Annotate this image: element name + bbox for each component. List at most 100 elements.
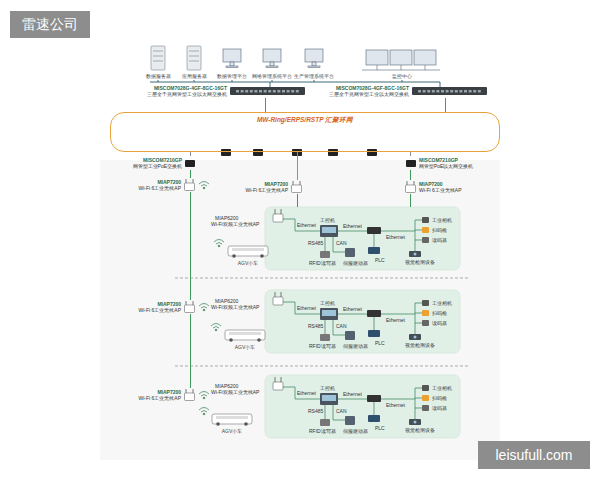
switch-port	[245, 90, 248, 93]
device-label: Ethernet	[386, 317, 405, 323]
antenna	[407, 181, 408, 185]
wifi-symbol	[199, 304, 209, 311]
text-stack: MISCOM7028G-4GF-8GC-16GT三层全千兆网管型工业以太网交换机	[323, 85, 409, 97]
device-label: AGV小车	[222, 428, 243, 434]
device-label: AGV小车	[238, 260, 259, 266]
ring-network: MW-Ring/ERPS/RSTP 汇聚环网	[110, 112, 500, 152]
text-stack: MISCOM7210GP网管型工业PoE交换机	[133, 157, 182, 169]
device-label: Ethernet	[386, 402, 405, 408]
text-stack: MISCOM7028G-4GF-8GC-16GT三层全千兆网管型工业以太网交换机	[141, 85, 227, 97]
device-label: 伺服驱动器	[343, 428, 368, 434]
node-row: MIAP7200Wi-Fi 6工业无线AP	[138, 388, 197, 402]
device-label: Wi-Fi双频工业无线AP	[211, 304, 259, 310]
switch-port	[291, 90, 294, 93]
model-label: 网管型PoE以太网交换机	[419, 163, 473, 169]
watermark: 雷速公司	[10, 11, 90, 38]
model-label: MISCOM7028G-4GF-8GC-16GT	[141, 85, 227, 91]
switch-port	[287, 90, 290, 93]
switch-port	[432, 90, 435, 93]
device-label: 读码器	[432, 320, 447, 326]
text-stack: MIAP7200Wi-Fi 6工业无线AP	[419, 181, 462, 193]
device-label: CAN	[336, 323, 347, 329]
node-row: MIAP7200Wi-Fi 6工业无线AP	[245, 180, 304, 194]
wifi-symbol	[211, 324, 221, 331]
ap-icon	[184, 301, 195, 313]
model-label: MIAP7200	[246, 181, 289, 187]
agv-icon	[228, 246, 268, 258]
switch-port	[296, 90, 299, 93]
switch-port	[455, 90, 458, 93]
sw-icon	[406, 160, 416, 167]
switch-port	[441, 90, 444, 93]
ap-body	[292, 185, 302, 193]
antenna	[293, 181, 294, 185]
model-label: MISCOM7028G-4GF-8GC-16GT	[323, 85, 409, 91]
device-label: 伺服驱动器	[343, 260, 368, 266]
switch-port	[423, 90, 426, 93]
switch-port	[264, 90, 267, 93]
device-label: 数据管理平台	[217, 73, 247, 79]
sw-icon	[185, 160, 195, 167]
poe-switch: MISCOM7210GP网管型PoE以太网交换机	[405, 156, 474, 170]
switch-port	[250, 90, 253, 93]
workcell-zone: MIAP6200Wi-Fi双频工业无线APEthernet工控机Ethernet…	[265, 290, 460, 353]
network-link	[445, 98, 446, 112]
device-label: 扫码枪	[432, 310, 447, 316]
node-row: MISCOM7028G-4GF-8GC-16GT三层全千兆网管型工业以太网交换机	[140, 84, 306, 98]
switch-port	[236, 90, 239, 93]
device-label: Ethernet	[297, 305, 316, 311]
switch-port	[473, 90, 476, 93]
network-link	[297, 152, 298, 180]
antenna	[186, 389, 187, 393]
device-label: 网络管理系统平台	[252, 73, 292, 79]
switch-body	[230, 87, 305, 95]
switch-port	[254, 90, 257, 93]
ap-body	[185, 305, 195, 313]
device-label: Ethernet	[343, 306, 362, 312]
agv-icon	[225, 330, 265, 342]
device-label: 扫码枪	[432, 395, 447, 401]
network-link	[265, 98, 266, 112]
antenna	[300, 181, 301, 185]
switch-port	[478, 90, 481, 93]
device-label: 工控机	[320, 300, 335, 306]
model-label: Wi-Fi 6工业无线AP	[139, 307, 182, 313]
wireless-ap: MIAP7200Wi-Fi 6工业无线AP	[138, 300, 197, 314]
device-label: 读码器	[432, 405, 447, 411]
device-label: 工控机	[320, 217, 335, 223]
model-label: 网管型工业PoE交换机	[133, 163, 182, 169]
device-label: AGV小车	[235, 344, 256, 350]
node-row: MISCOM7028G-4GF-8GC-16GT三层全千兆网管型工业以太网交换机	[322, 84, 488, 98]
switch-port	[273, 90, 276, 93]
node-row: MIAP7200Wi-Fi 6工业无线AP	[138, 300, 197, 314]
device-label: 工控机	[320, 385, 335, 391]
device-label: Ethernet	[343, 391, 362, 397]
text-stack: MIAP7200Wi-Fi 6工业无线AP	[139, 179, 182, 191]
switch-port	[282, 90, 285, 93]
model-label: 三层全千兆网管型工业以太网交换机	[323, 91, 409, 97]
device-label: 工业相机	[432, 217, 452, 223]
device-label: MIAP6200	[215, 383, 238, 389]
device-label: Wi-Fi双频工业无线AP	[211, 221, 259, 227]
switch-port	[241, 90, 244, 93]
switch-port	[464, 90, 467, 93]
wireless-ap: MIAP7200Wi-Fi 6工业无线AP	[245, 180, 304, 194]
switch-body	[406, 160, 416, 167]
device-label: Wi-Fi双频工业无线AP	[211, 389, 259, 395]
network-link	[410, 152, 411, 156]
switch-body	[412, 87, 487, 95]
node-row: MIAP7200Wi-Fi 6工业无线AP	[138, 178, 197, 192]
model-label: MIAP7200	[139, 389, 182, 395]
model-label: Wi-Fi 6工业无线AP	[246, 187, 289, 193]
model-label: MISCOM7210GP	[133, 157, 182, 163]
core-icon	[412, 87, 487, 95]
ap-body	[406, 185, 416, 193]
network-link	[190, 170, 191, 178]
wifi-symbol	[199, 392, 209, 399]
device-label: 视觉检测设备	[405, 259, 435, 265]
model-label: MIAP7200	[419, 181, 462, 187]
ap-icon	[405, 181, 416, 193]
node-row: MISCOM7210GP网管型PoE以太网交换机	[405, 156, 474, 170]
